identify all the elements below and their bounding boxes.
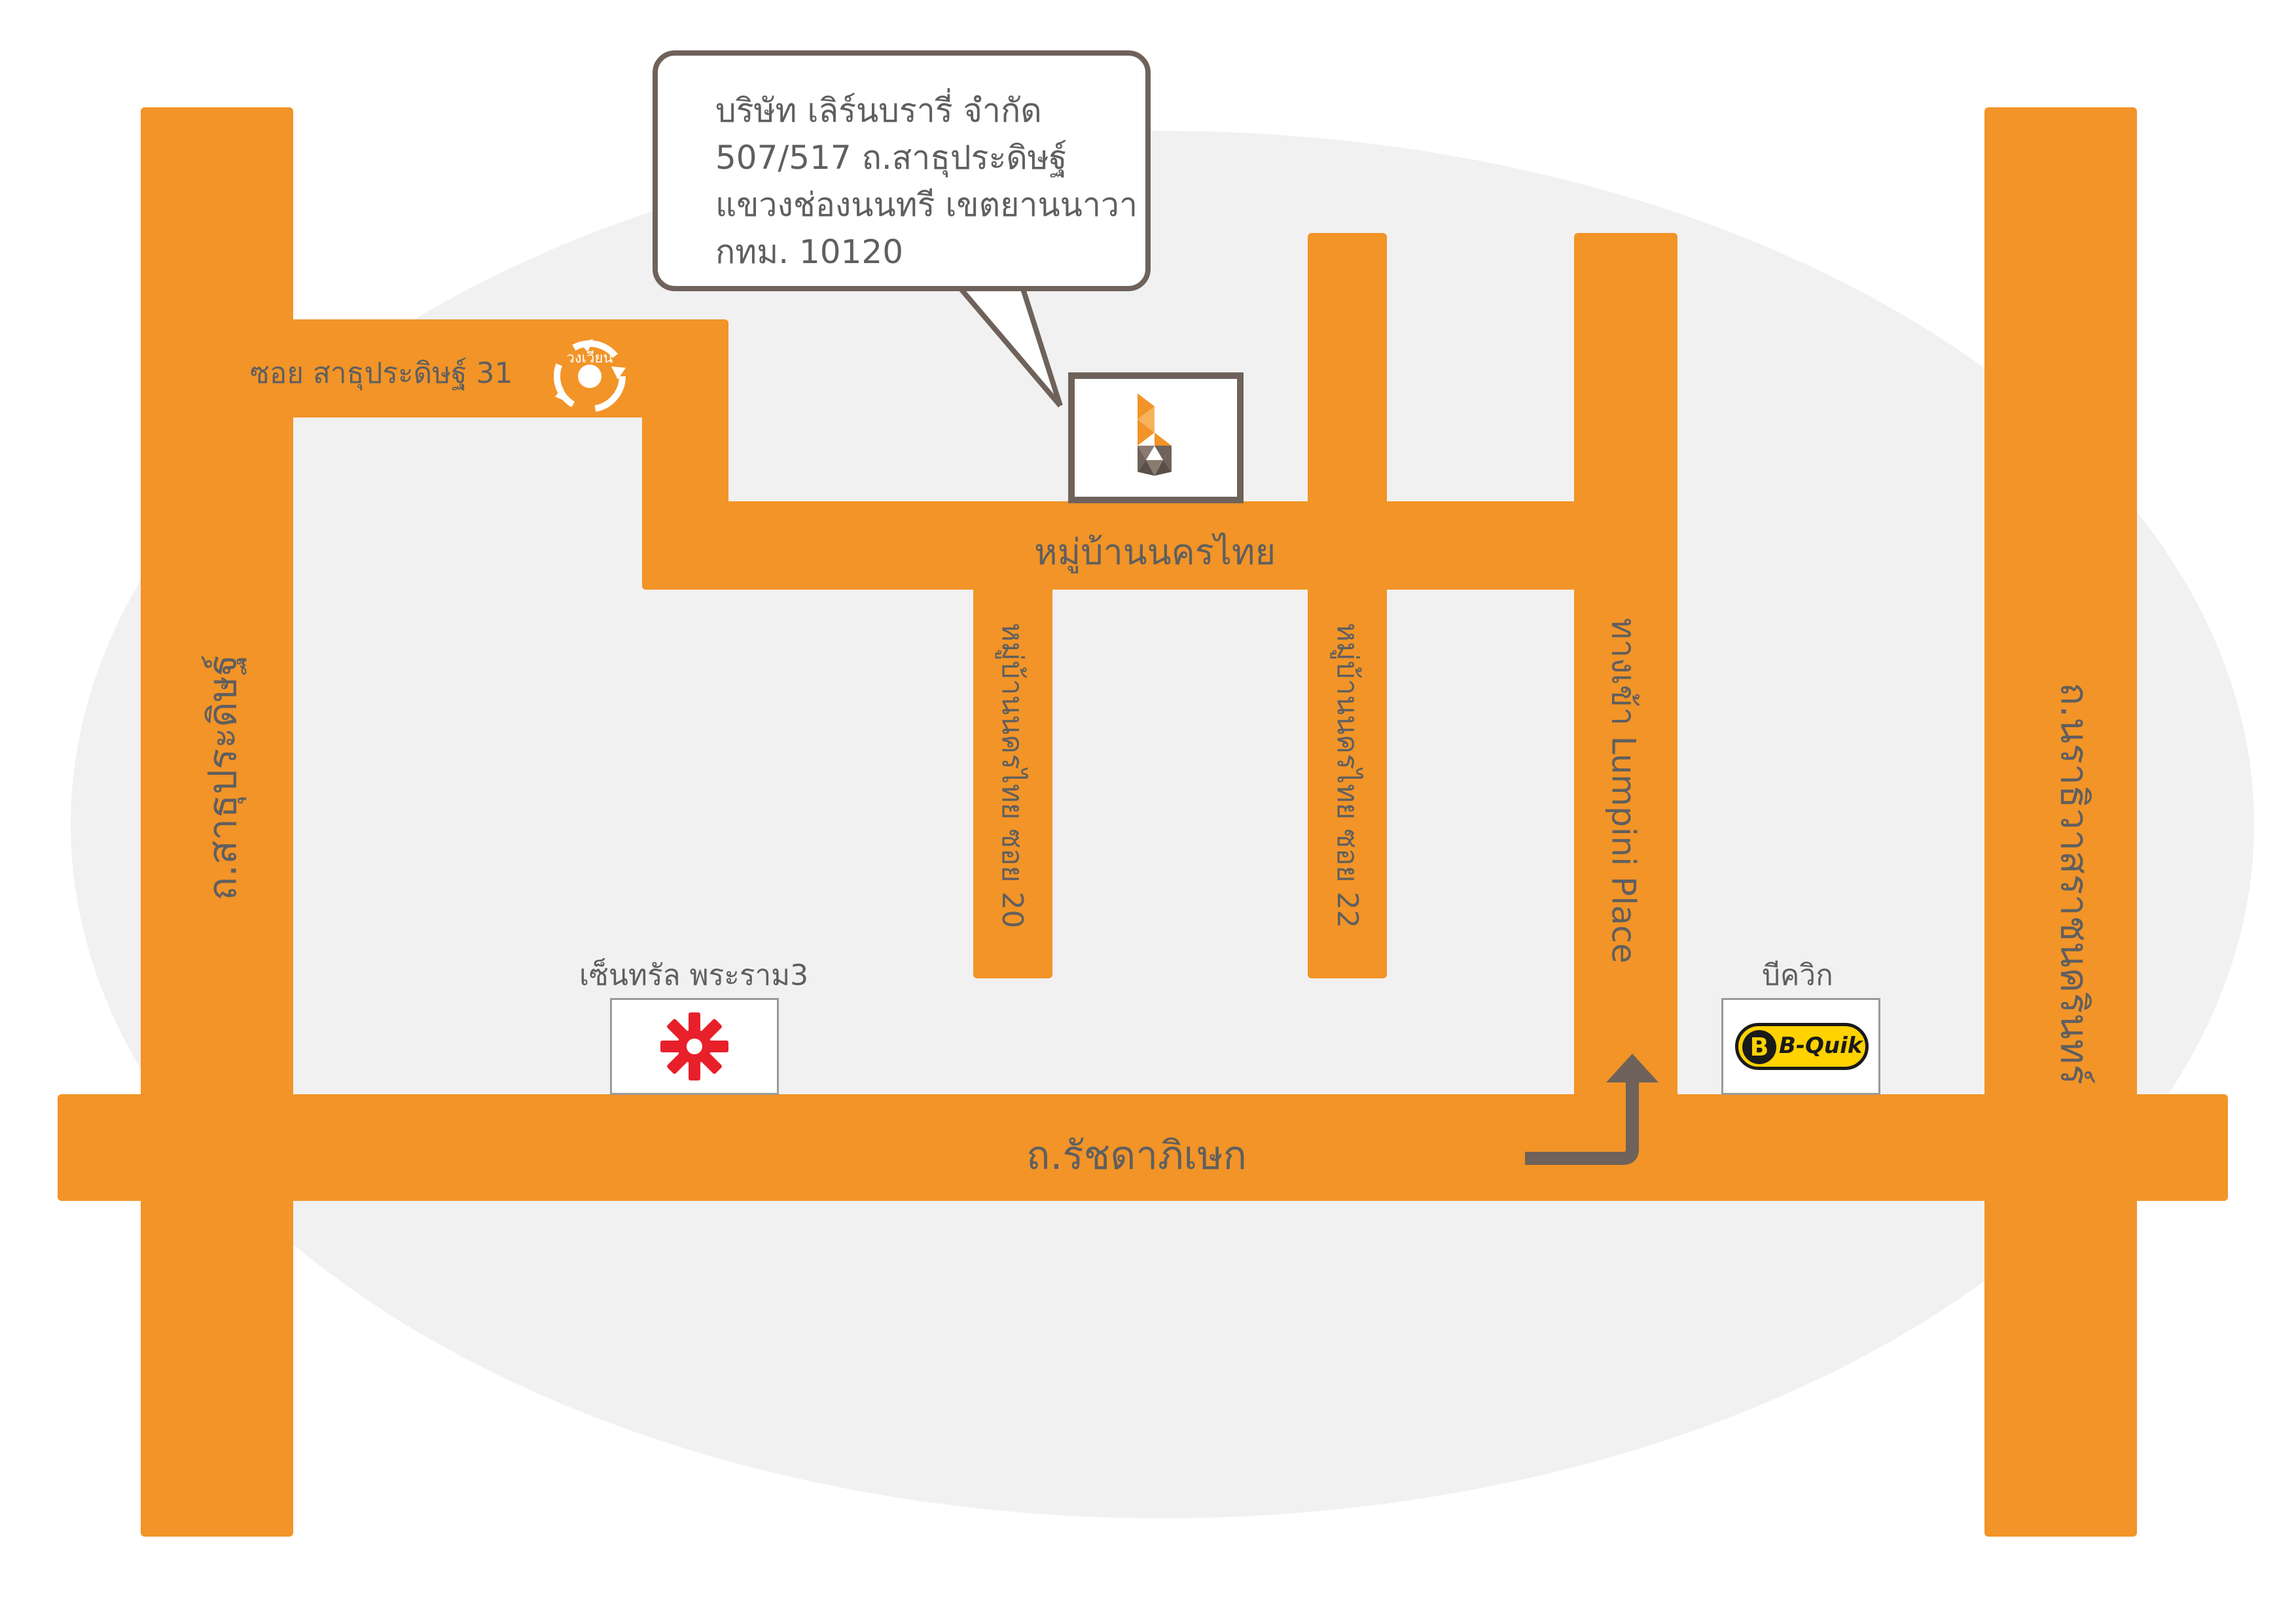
bquik-marker: B B-Quik	[1721, 998, 1880, 1095]
callout-address-street: 507/517 ถ.สาธุประดิษฐ์	[715, 139, 1067, 177]
svg-text:วงเวียน: วงเวียน	[567, 350, 613, 366]
bquik-b-badge: B	[1742, 1030, 1776, 1064]
label-rama3-nararom: ถ.นราธิวาสราชนครินทร์	[2052, 682, 2097, 1085]
callout-address-postcode: กทม. 10120	[715, 233, 904, 271]
label-bquik: บีควิก	[1762, 959, 1833, 992]
label-nakhon-thai-soi-20: หมู่บ้านนครไทย ซอย 20	[996, 622, 1029, 929]
turn-left-arrow-icon	[1518, 1054, 1676, 1165]
central-rama3-marker	[610, 998, 779, 1095]
road-nakhon-thai-soi-20	[973, 504, 1052, 978]
road-lumpini-entrance	[1574, 233, 1677, 1149]
road-sathu-pradit	[141, 107, 293, 1537]
road-nakhon-thai-soi-22	[1308, 504, 1387, 978]
road-nakhon-thai-village	[642, 501, 1677, 590]
label-sathu-pradit: ถ.สาธุประดิษฐ์	[200, 654, 246, 901]
callout-pointer	[942, 281, 1086, 412]
label-nakhon-thai-village: หมู่บ้านนครไทย	[1034, 531, 1276, 573]
company-location-marker	[1068, 372, 1244, 503]
road-ratchadaphisek	[58, 1094, 2228, 1201]
roundabout-icon: วงเวียน	[541, 334, 639, 419]
label-ratchadaphisek: ถ.รัชดาภิเษก	[1026, 1133, 1247, 1179]
learnbrary-logo-icon	[1138, 393, 1172, 476]
bquik-logo-text: B-Quik	[1779, 1033, 1863, 1059]
label-nakhon-thai-soi-22: หมู่บ้านนครไทย ซอย 22	[1331, 622, 1364, 929]
callout-company-name: บริษัท เลิร์นบรารี่ จำกัด	[715, 92, 1042, 130]
label-soi-sathu-31: ซอย สาธุประดิษฐ์ 31	[250, 357, 513, 390]
road-rama3-nararom	[1984, 107, 2137, 1537]
label-lumpini-entrance: ทางเข้า Lumpini Place	[1604, 617, 1643, 964]
address-callout: บริษัท เลิร์นบรารี่ จำกัด 507/517 ถ.สาธุ…	[653, 50, 1151, 291]
central-logo-icon	[660, 1012, 728, 1080]
label-central-rama3: เซ็นทรัล พระราม3	[579, 959, 809, 992]
callout-address-district: แขวงช่องนนทรี เขตยานนาวา	[715, 186, 1138, 224]
bquik-logo-icon: B B-Quik	[1735, 1023, 1869, 1070]
